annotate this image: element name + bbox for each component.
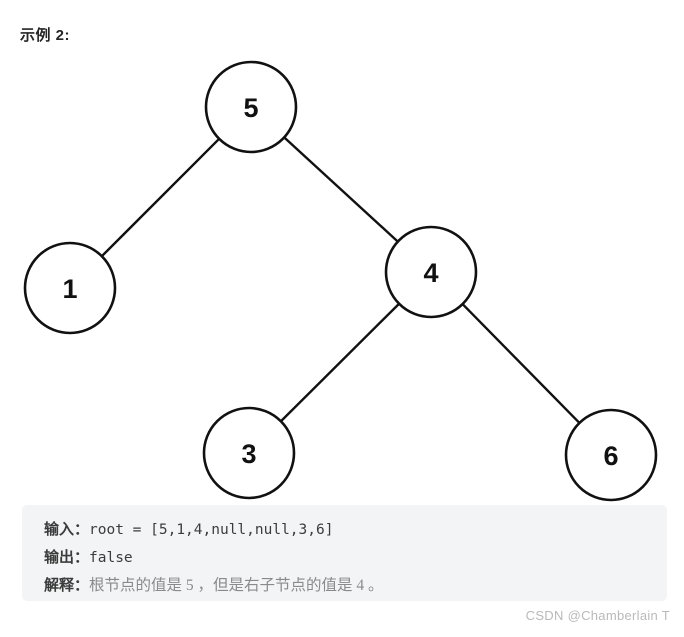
input-value: root = [5,1,4,null,null,3,6] [89,522,334,538]
explanation-value: 根节点的值是 5 ，但是右子节点的值是 4 。 [89,577,384,594]
tree-node-circle [384,225,478,319]
tree-node: 5 [204,60,298,154]
output-label: 输出： [44,550,90,566]
input-label: 输入： [44,522,90,538]
example-io-panel: 输入：root = [5,1,4,null,null,3,6] 输出：false… [22,505,667,601]
tree-node-circle [204,60,298,154]
output-line: 输出：false [44,544,667,572]
explanation-label: 解释： [44,578,90,594]
tree-edge [461,302,581,425]
tree-node: 3 [202,406,296,500]
csdn-watermark: CSDN @Chamberlain T [525,608,670,623]
binary-tree-svg: 5 1 4 3 6 [23,60,658,502]
tree-node-group: 5 1 4 3 6 [23,60,658,502]
output-value: false [89,550,133,566]
tree-node-label: 3 [241,439,256,469]
tree-node-label: 1 [62,274,77,304]
tree-edge-group [100,136,581,425]
explanation-line: 解释：根节点的值是 5 ，但是右子节点的值是 4 。 [44,572,667,600]
tree-node-circle [564,408,658,502]
tree-node-label: 6 [603,441,618,471]
binary-tree-figure: 5 1 4 3 6 [0,46,684,506]
tree-node: 4 [384,225,478,319]
tree-node-circle [23,241,117,335]
input-line: 输入：root = [5,1,4,null,null,3,6] [44,516,667,544]
tree-node: 1 [23,241,117,335]
page-title: 示例 2: [20,27,71,44]
tree-node-label: 4 [423,258,438,288]
tree-edge [279,302,401,423]
tree-node-label: 5 [243,93,258,123]
tree-node-circle [202,406,296,500]
tree-node: 6 [564,408,658,502]
tree-edge [100,137,221,258]
tree-edge [282,136,400,243]
